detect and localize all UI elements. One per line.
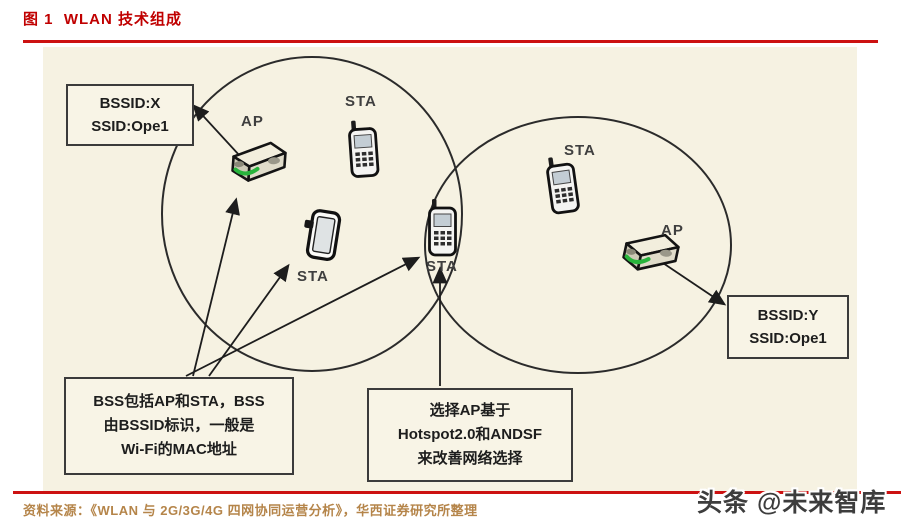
bss-circle-right <box>424 116 732 374</box>
sta-phone-icon-overlap <box>428 197 457 257</box>
bss-note-line1: BSS包括AP和STA，BSS <box>93 393 265 410</box>
sta-phone-icon-middle <box>298 207 343 262</box>
arrow-note-to-sta-overlap <box>185 256 421 377</box>
hotspot-note-line3: 来改善网络选择 <box>417 450 523 467</box>
bss-definition-note-box: BSS包括AP和STA，BSS 由BSSID标识，一般是 Wi-Fi的MAC地址 <box>64 377 294 475</box>
watermark-text: 头条 @未来智库 <box>697 489 887 517</box>
ap-left-label: AP <box>241 113 264 130</box>
title-divider-line <box>23 40 878 43</box>
sta-overlap-label: STA <box>426 258 458 275</box>
figure-title: 图 1 WLAN 技术组成 <box>23 11 182 28</box>
arrow-note-to-ap-left <box>192 197 240 377</box>
bssid-x-box: BSSID:X SSID:Ope1 <box>66 84 194 146</box>
sta-phone-icon-right <box>544 153 581 216</box>
bss-note-line2: 由BSSID标识，一般是 <box>103 417 255 434</box>
ap-right-label: AP <box>661 222 684 239</box>
ap-device-icon-left <box>228 139 290 184</box>
bssid-y-box: BSSID:Y SSID:Ope1 <box>727 295 849 359</box>
arrow-note-to-sta-mid <box>208 263 290 377</box>
source-citation: 资料来源：《WLAN 与 2G/3G/4G 四网协同运营分析》，华西证券研究所整… <box>23 503 478 518</box>
arrow-apright-to-bssid-y <box>656 258 727 306</box>
hotspot-note-line1: 选择AP基于 <box>429 402 511 419</box>
footer-divider-line <box>13 491 901 494</box>
bssid-y-line2: SSID:Ope1 <box>749 330 827 347</box>
bssid-x-line2: SSID:Ope1 <box>91 118 169 135</box>
hotspot-note-box: 选择AP基于 Hotspot2.0和ANDSF 来改善网络选择 <box>367 388 573 482</box>
sta-top-label: STA <box>345 93 377 110</box>
bss-circle-left <box>161 56 463 372</box>
sta-phone-icon-top <box>347 117 380 179</box>
bssid-y-line1: BSSID:Y <box>757 306 819 324</box>
hotspot-note-line2: Hotspot2.0和ANDSF <box>397 426 543 443</box>
bss-note-line3: Wi-Fi的MAC地址 <box>121 441 237 458</box>
sta-right-label: STA <box>564 142 596 159</box>
sta-mid-label: STA <box>297 268 329 285</box>
bssid-x-line1: BSSID:X <box>99 94 161 112</box>
